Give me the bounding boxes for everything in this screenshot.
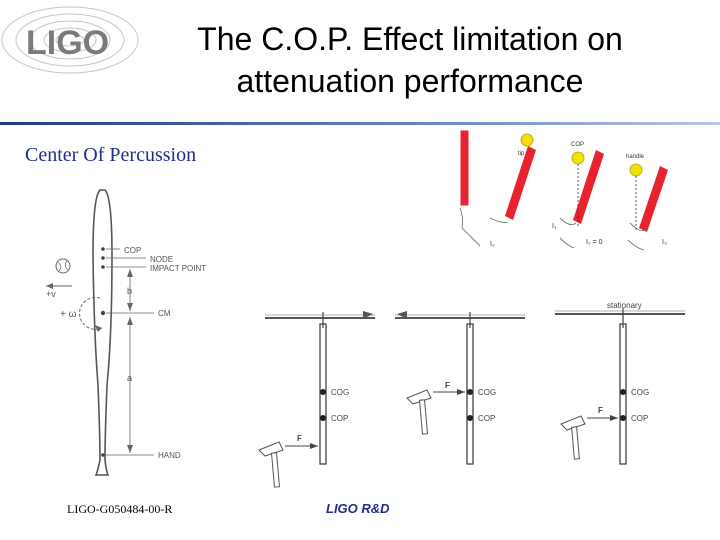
footer-doc-id: LIGO-G050484-00-R <box>67 502 173 516</box>
panel3-cop: COP <box>631 414 648 423</box>
hand-marker <box>101 453 105 457</box>
hammer-diagrams: COG COP F COG COP F <box>258 301 685 488</box>
footer-rd: LIGO R&D <box>326 501 390 516</box>
page-title: The C.O.P. Effect limitation on attenuat… <box>150 18 670 102</box>
hammer-icon <box>560 415 586 460</box>
bat-label-cop: COP <box>124 246 141 255</box>
ball-tip <box>520 133 534 147</box>
swing-label-i2: I₂ <box>490 241 495 248</box>
title-line-1: The C.O.P. Effect limitation on <box>197 21 623 57</box>
bat-label-impact: IMPACT POINT <box>150 264 206 273</box>
panel1-cog: COG <box>331 388 349 397</box>
bat-1 <box>459 129 470 207</box>
swing-label-tip: tip <box>518 151 525 157</box>
title-line-2: attenuation performance <box>236 63 584 99</box>
bat-diagram: COP NODE IMPACT POINT b CM a HAND +v + ω <box>46 189 206 476</box>
node-marker <box>101 256 105 260</box>
ball-cop <box>571 151 585 165</box>
panel2-cog: COG <box>478 388 496 397</box>
panel1-cop: COP <box>331 414 348 423</box>
bat-label-b: b <box>127 286 132 296</box>
bat-outline <box>92 189 113 476</box>
panel2-force: F <box>445 381 450 390</box>
panel-3: stationary COG COP F <box>555 301 685 465</box>
bat-label-cm: CM <box>158 309 171 318</box>
bat-label-v: +v <box>46 289 56 299</box>
swing-label-i3: I₃ <box>662 239 667 246</box>
bat-3 <box>573 150 604 224</box>
logo-text: LIGO <box>26 24 109 62</box>
swing-label-handle: handle <box>626 154 645 160</box>
panel3-stationary: stationary <box>607 301 642 310</box>
cm-marker <box>100 310 106 316</box>
swing-label-i1: I₁ <box>552 223 557 230</box>
bat-2 <box>505 146 536 220</box>
panel-1: COG COP F <box>258 311 375 488</box>
bat-label-node: NODE <box>150 255 173 264</box>
hammer-icon <box>258 441 284 488</box>
impact-marker <box>101 265 105 269</box>
bat-4 <box>639 166 668 232</box>
hammer-icon <box>406 389 432 435</box>
bat-label-omega: + ω <box>60 309 77 320</box>
cop-marker <box>101 247 105 251</box>
panel-2: COG COP F <box>395 311 525 465</box>
panel3-force: F <box>598 406 603 415</box>
ball-handle <box>629 163 643 177</box>
subtitle: Center Of Percussion <box>25 144 197 166</box>
swing-label-cop: COP <box>571 142 584 148</box>
panel3-cog: COG <box>631 388 649 397</box>
swing-label-i2-eq: I₂ = 0 <box>586 239 603 246</box>
bat-label-hand: HAND <box>158 451 181 460</box>
panel1-force: F <box>297 434 302 443</box>
swing-sequence: tip COP handle I₁ I₂ I₂ = 0 I₃ <box>459 129 668 251</box>
bat-label-a: a <box>127 373 132 383</box>
ligo-logo: LIGO <box>1 6 139 74</box>
ball-icon <box>55 258 71 274</box>
title-divider <box>0 122 720 125</box>
panel2-cop: COP <box>478 414 495 423</box>
